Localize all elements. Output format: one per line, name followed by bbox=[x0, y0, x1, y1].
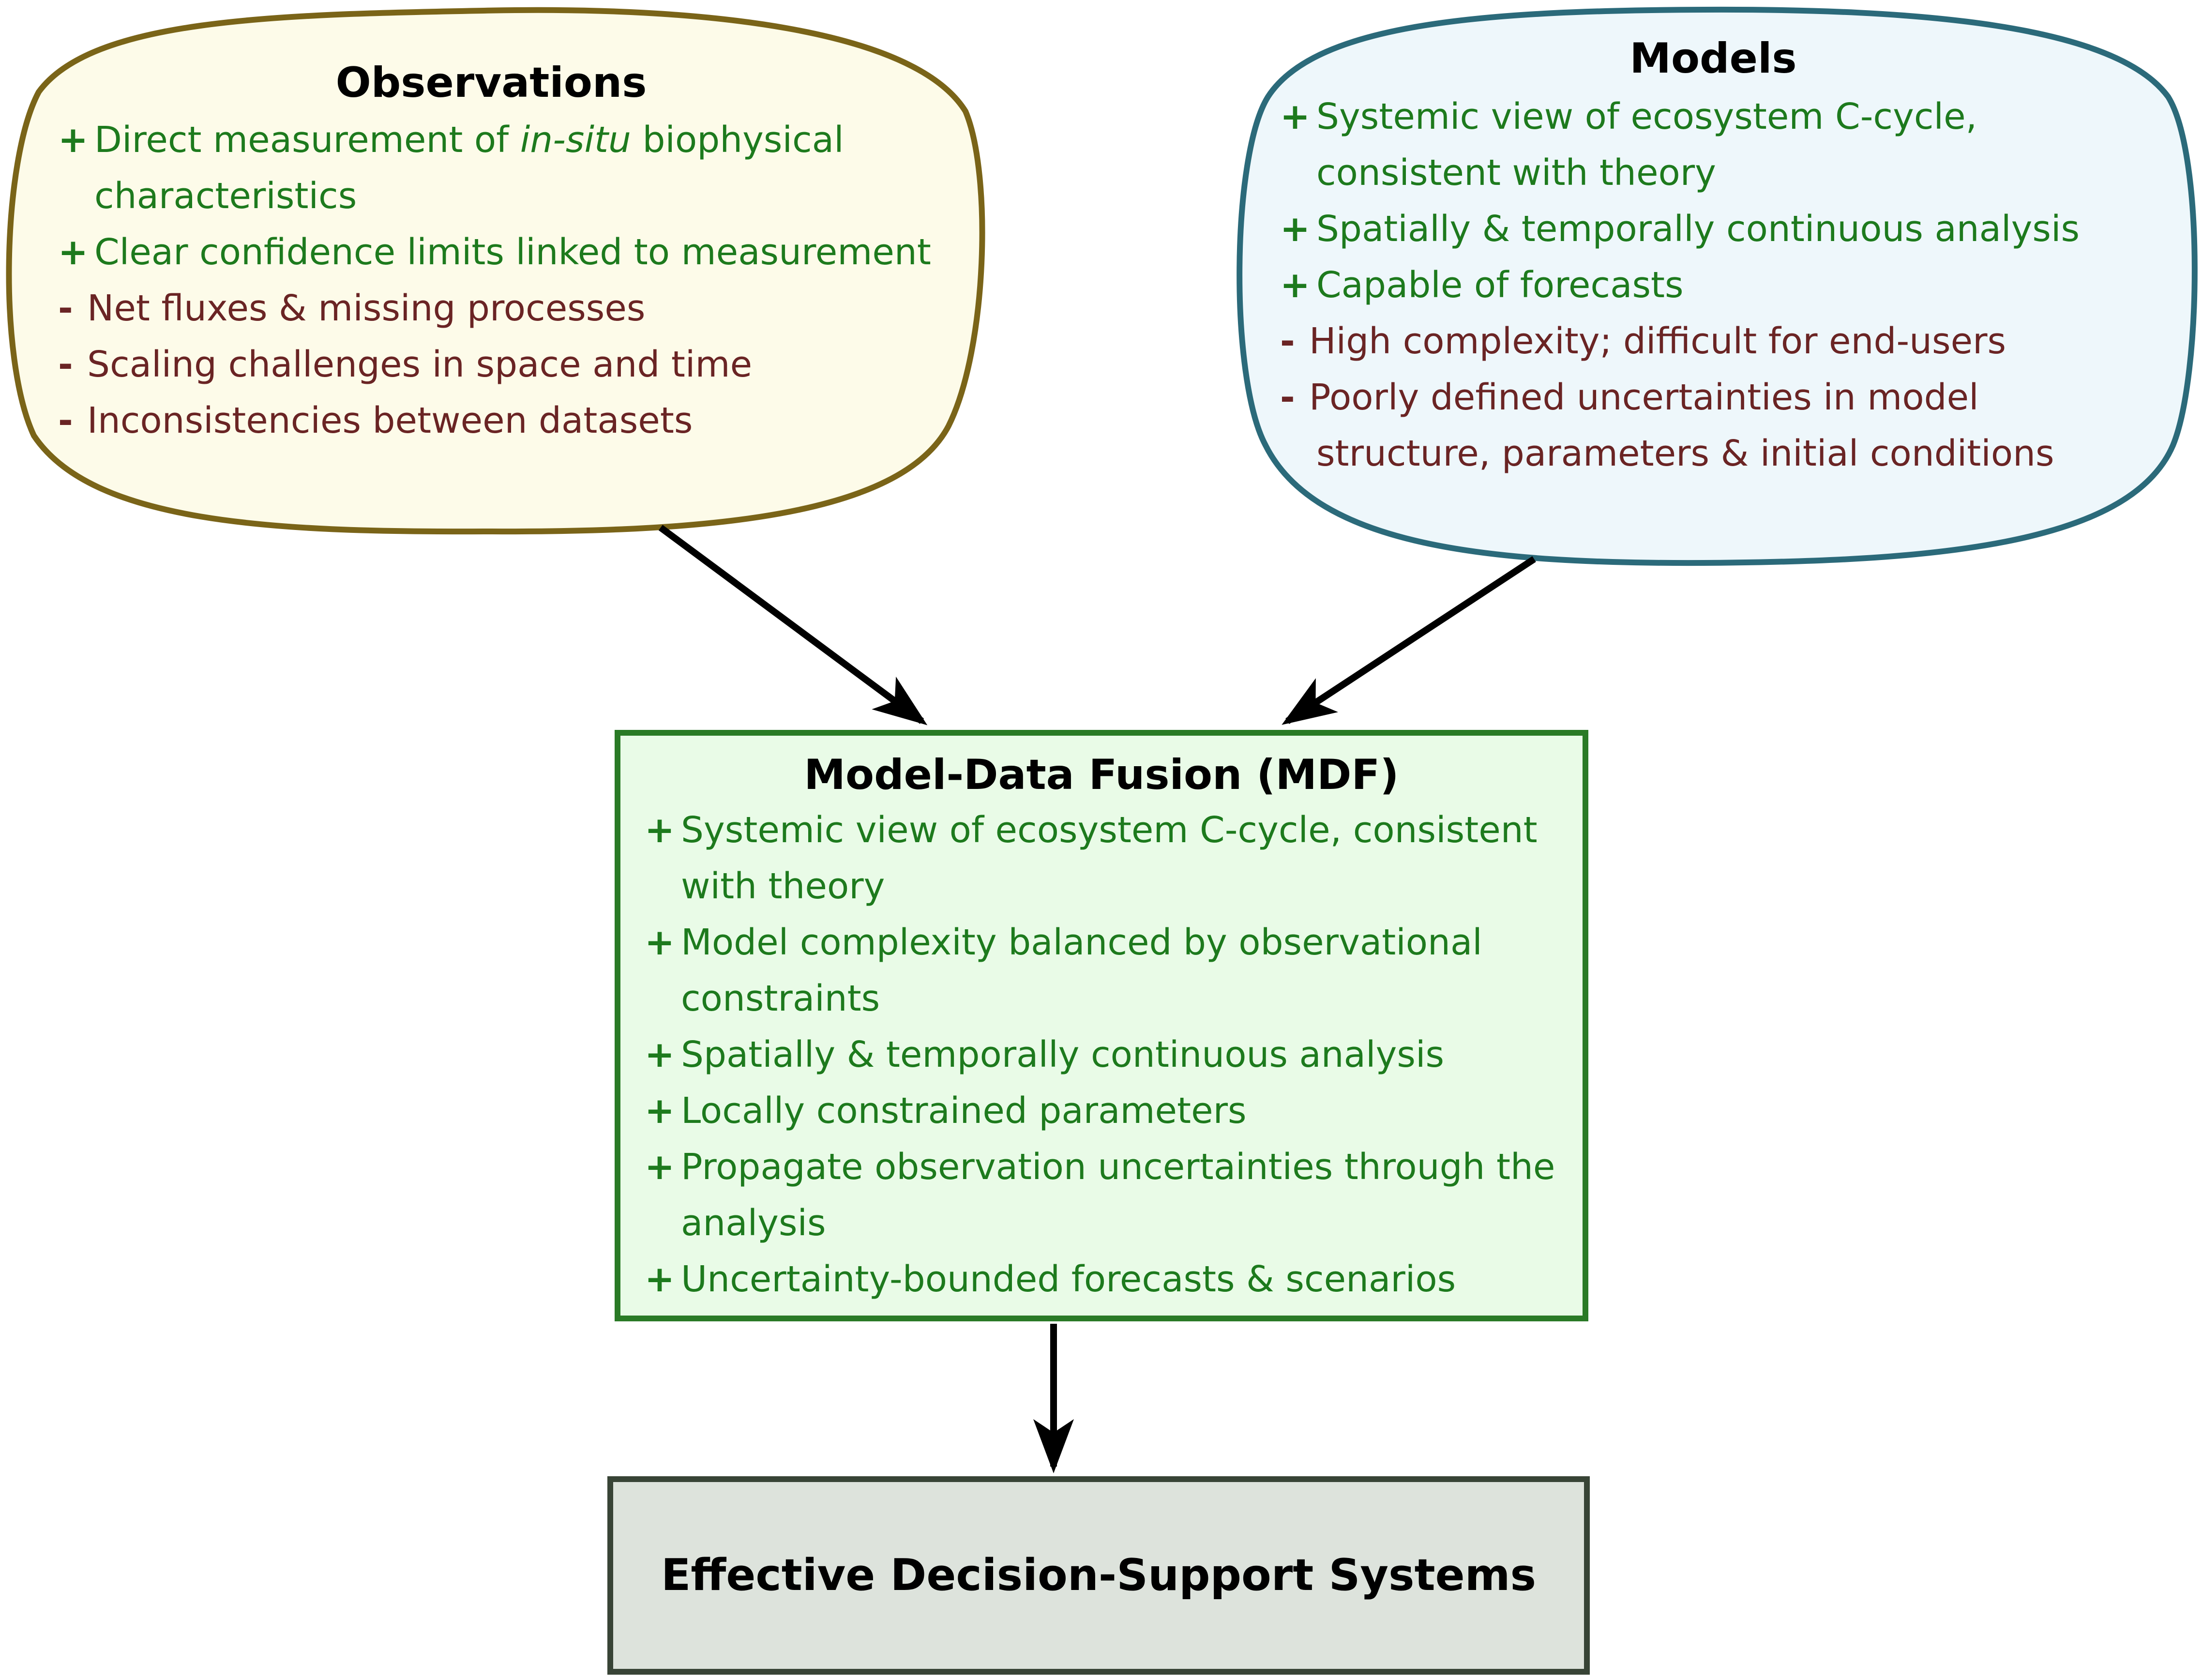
plus-sign: + bbox=[645, 1258, 675, 1301]
list-item-text: Capable of forecasts bbox=[1316, 264, 1684, 306]
minus-sign: - bbox=[58, 400, 73, 442]
list-item-text: Inconsistencies between datasets bbox=[87, 400, 693, 442]
mdf-list: +Systemic view of ecosystem C-cycle, con… bbox=[645, 802, 1583, 1307]
observations-list: +Direct measurement of in-situ biophysic… bbox=[58, 112, 982, 449]
list-item: +Spatially & temporally continuous analy… bbox=[645, 1027, 1583, 1083]
plus-sign: + bbox=[645, 1034, 675, 1076]
list-item-text: High complexity; difficult for end-users bbox=[1309, 320, 2006, 363]
list-item-text: constraints bbox=[681, 978, 880, 1020]
list-item-text: Poorly defined uncertainties in model bbox=[1309, 377, 1979, 419]
list-item: +Model complexity balanced by observatio… bbox=[645, 914, 1583, 1027]
list-item-text: Systemic view of ecosystem C-cycle, bbox=[1316, 96, 1977, 138]
minus-sign: - bbox=[58, 288, 73, 330]
list-item-text: Spatially & temporally continuous analys… bbox=[1316, 208, 2080, 250]
list-item-text: Locally constrained parameters bbox=[681, 1090, 1247, 1132]
minus-sign: - bbox=[58, 344, 73, 386]
list-item-text: Spatially & temporally continuous analys… bbox=[681, 1034, 1445, 1076]
models-bubble bbox=[1237, 6, 2198, 566]
list-item: +Locally constrained parameters bbox=[645, 1083, 1583, 1139]
observations-bubble bbox=[6, 7, 985, 535]
dss-title: Effective Decision-Support Systems bbox=[661, 1550, 1537, 1601]
models-title: Models bbox=[1629, 34, 1797, 83]
list-item-text: with theory bbox=[681, 865, 885, 908]
plus-sign: + bbox=[645, 809, 675, 851]
list-item-text: Systemic view of ecosystem C-cycle, cons… bbox=[681, 809, 1538, 851]
mdf-title: Model-Data Fusion (MDF) bbox=[804, 751, 1399, 799]
list-item: +Capable of forecasts bbox=[1280, 257, 2197, 313]
arrow-observations-to-mdf bbox=[658, 525, 928, 726]
plus-sign: + bbox=[1280, 96, 1311, 138]
list-item-text: Uncertainty-bounded forecasts & scenario… bbox=[681, 1258, 1456, 1301]
plus-sign: + bbox=[645, 922, 675, 964]
models-node: Models +Systemic view of ecosystem C-cyc… bbox=[1229, 5, 2197, 561]
minus-sign: - bbox=[1280, 377, 1295, 419]
list-item-text: Model complexity balanced by observation… bbox=[681, 922, 1482, 964]
list-item-text: structure, parameters & initial conditio… bbox=[1316, 433, 2054, 475]
plus-sign: + bbox=[645, 1090, 675, 1132]
plus-sign: + bbox=[58, 231, 89, 273]
list-item: -High complexity; difficult for end-user… bbox=[1280, 313, 2197, 369]
observations-node: Observations +Direct measurement of in-s… bbox=[0, 39, 982, 532]
plus-sign: + bbox=[58, 119, 89, 161]
arrow-models-to-mdf bbox=[1282, 556, 1536, 725]
list-item: -Scaling challenges in space and time bbox=[58, 336, 982, 393]
list-item: +Clear confidence limits linked to measu… bbox=[58, 224, 982, 280]
list-item-text: Scaling challenges in space and time bbox=[87, 344, 753, 386]
mdf-node: Model-Data Fusion (MDF) +Systemic view o… bbox=[615, 730, 1588, 1321]
list-item: +Uncertainty-bounded forecasts & scenari… bbox=[645, 1251, 1583, 1307]
list-item-text: Propagate observation uncertainties thro… bbox=[681, 1146, 1555, 1188]
list-item-text: characteristics bbox=[94, 175, 357, 217]
models-list: +Systemic view of ecosystem C-cycle,cons… bbox=[1280, 89, 2197, 482]
list-item: +Direct measurement of in-situ biophysic… bbox=[58, 112, 982, 224]
list-item-text: Clear confidence limits linked to measur… bbox=[94, 231, 931, 273]
list-item: +Systemic view of ecosystem C-cycle, con… bbox=[645, 802, 1583, 914]
minus-sign: - bbox=[1280, 320, 1295, 363]
list-item: +Spatially & temporally continuous analy… bbox=[1280, 201, 2197, 257]
list-item: -Net fluxes & missing processes bbox=[58, 280, 982, 336]
plus-sign: + bbox=[1280, 264, 1311, 306]
plus-sign: + bbox=[645, 1146, 675, 1188]
list-item: -Poorly defined uncertainties in model st… bbox=[1280, 369, 2197, 482]
observations-title: Observations bbox=[335, 59, 647, 107]
list-item: +Systemic view of ecosystem C-cycle, cons… bbox=[1280, 89, 2197, 201]
list-item-text: analysis bbox=[681, 1202, 826, 1244]
list-item-text: Direct measurement of in-situ biophysica… bbox=[94, 119, 844, 161]
list-item: +Propagate observation uncertainties thr… bbox=[645, 1139, 1583, 1251]
dss-node: Effective Decision-Support Systems bbox=[607, 1476, 1590, 1675]
list-item-text: Net fluxes & missing processes bbox=[87, 288, 646, 330]
list-item: -Inconsistencies between datasets bbox=[58, 393, 982, 449]
plus-sign: + bbox=[1280, 208, 1311, 250]
list-item-text: consistent with theory bbox=[1316, 152, 1716, 194]
